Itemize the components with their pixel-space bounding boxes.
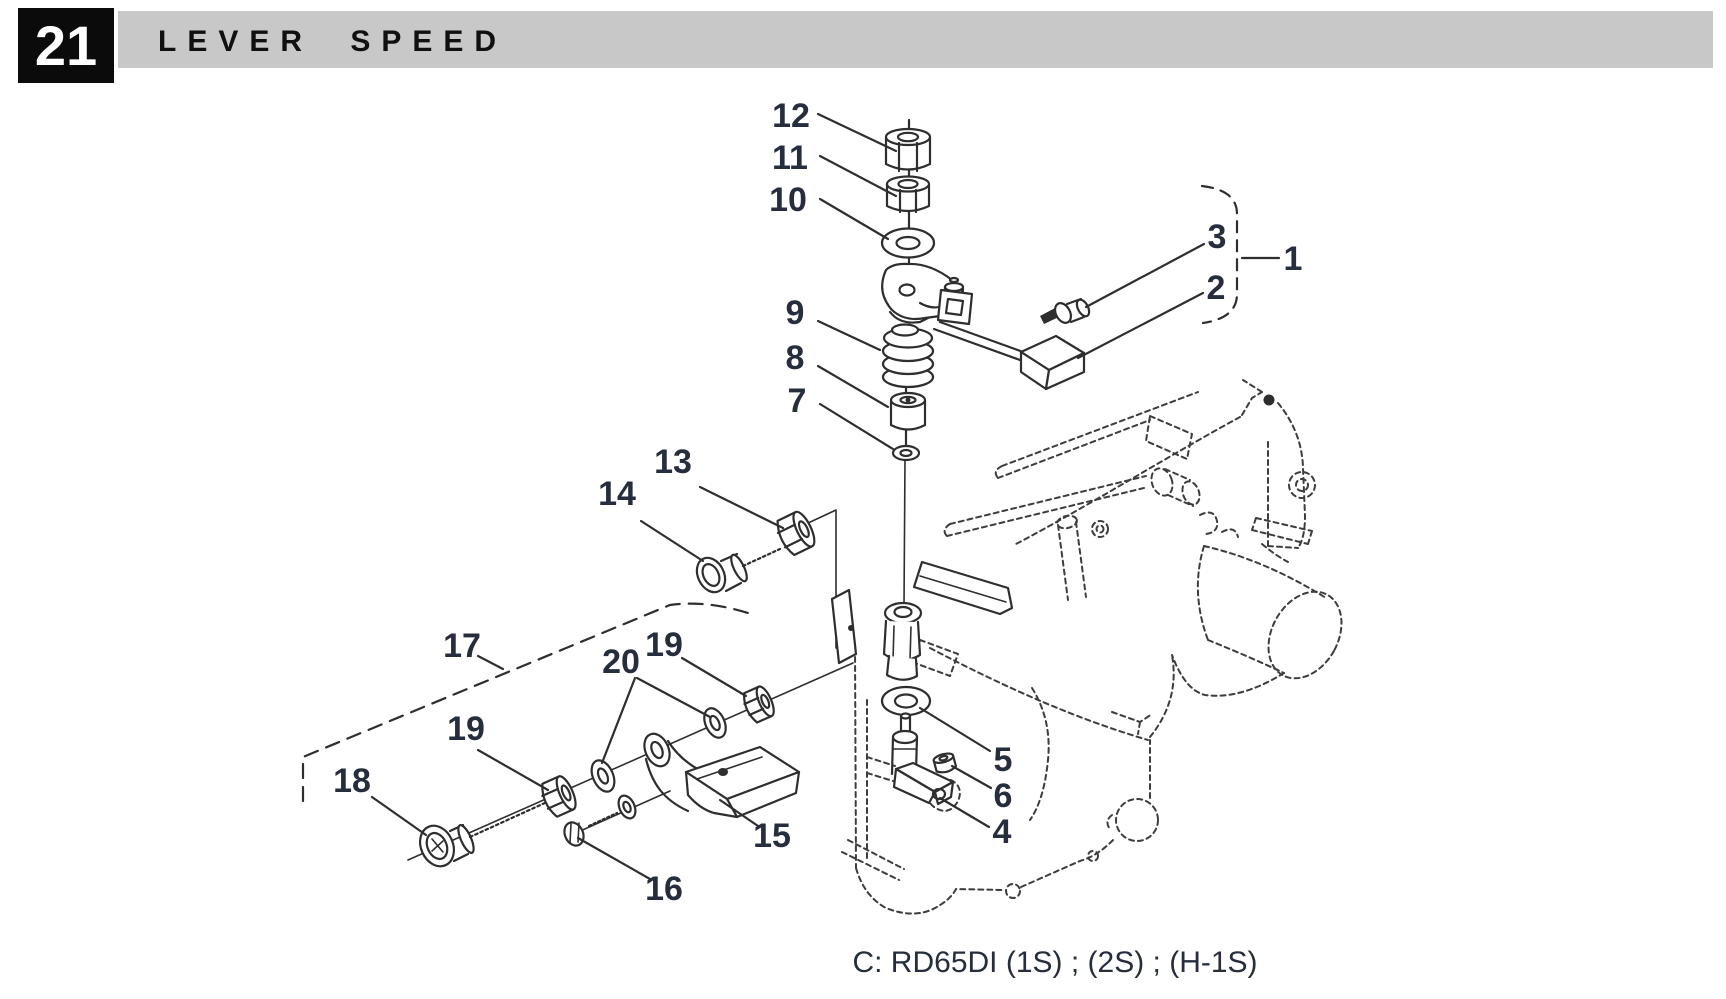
leader-19b	[476, 748, 550, 792]
callout-10: 10	[769, 181, 807, 219]
washer-16	[617, 794, 637, 820]
nut-19-upper	[742, 685, 775, 724]
section-number-box: 21	[18, 8, 114, 83]
bracket-15	[643, 732, 801, 819]
nut-19-lower	[541, 775, 577, 818]
leader-8	[816, 364, 890, 409]
callout-5: 5	[993, 741, 1013, 779]
leader-9	[816, 319, 882, 352]
nut-11	[885, 175, 931, 214]
leader-16	[576, 836, 652, 881]
leader-18	[370, 795, 428, 837]
leader-20b	[635, 676, 712, 719]
washer-20-right	[703, 707, 727, 739]
callout-19-upper: 19	[645, 626, 683, 664]
cylinder-ghost	[1196, 545, 1343, 680]
lever-mount-boss	[830, 560, 1014, 681]
nut-12	[884, 127, 932, 173]
leader-3	[1084, 242, 1206, 309]
callout-19-lower: 19	[447, 710, 485, 748]
callout-17: 17	[443, 627, 481, 665]
callout-7: 7	[787, 382, 807, 420]
leader-15	[718, 798, 760, 828]
ring-7	[891, 444, 921, 462]
leader-14	[639, 519, 705, 563]
callout-16: 16	[645, 870, 683, 908]
callout-14: 14	[598, 475, 636, 513]
leader-lines	[370, 112, 1206, 881]
callout-3: 3	[1207, 218, 1227, 256]
callout-13: 13	[654, 443, 692, 481]
lever-4	[890, 729, 955, 806]
leader-13	[698, 485, 785, 530]
speed-lever-2	[881, 262, 1086, 391]
screw-3	[1040, 297, 1091, 324]
callout-2: 2	[1206, 269, 1226, 307]
leader-7	[818, 402, 895, 451]
leader-12	[816, 112, 898, 153]
leader-4	[938, 796, 991, 829]
group-1-bracket	[1200, 184, 1281, 325]
callout-4: 4	[992, 813, 1012, 851]
callout-6: 6	[993, 777, 1013, 815]
callout-8: 8	[785, 339, 805, 377]
callout-1: 1	[1283, 240, 1303, 278]
leader-10	[818, 197, 890, 241]
callout-11: 11	[772, 139, 808, 177]
model-caption: C: RD65DI (1S) ; (2S) ; (H-1S)	[852, 946, 1258, 979]
dashed-boundary-17	[301, 602, 750, 803]
leader-6	[950, 764, 993, 790]
callout-15: 15	[753, 817, 791, 855]
leader-11	[818, 154, 898, 198]
bolt-16	[563, 811, 619, 847]
callout-12: 12	[772, 97, 810, 135]
spring-9	[881, 323, 935, 389]
bolt-14	[695, 547, 782, 594]
bolt-18	[418, 793, 562, 868]
leader-5	[918, 706, 992, 753]
callout-20: 20	[602, 643, 640, 681]
leader-17	[476, 654, 505, 671]
nut-13	[776, 510, 816, 557]
washer-20-left	[590, 759, 616, 793]
leader-19a	[680, 656, 748, 698]
nut-6	[932, 752, 958, 774]
callout-18: 18	[333, 762, 371, 800]
washer-10	[880, 227, 936, 259]
page-title: LEVER SPEED	[158, 25, 508, 58]
leader-2	[1076, 291, 1205, 360]
bushing-8	[889, 391, 927, 431]
header-bar	[118, 11, 1713, 68]
leader-20a	[600, 676, 637, 765]
callout-9: 9	[785, 294, 805, 332]
